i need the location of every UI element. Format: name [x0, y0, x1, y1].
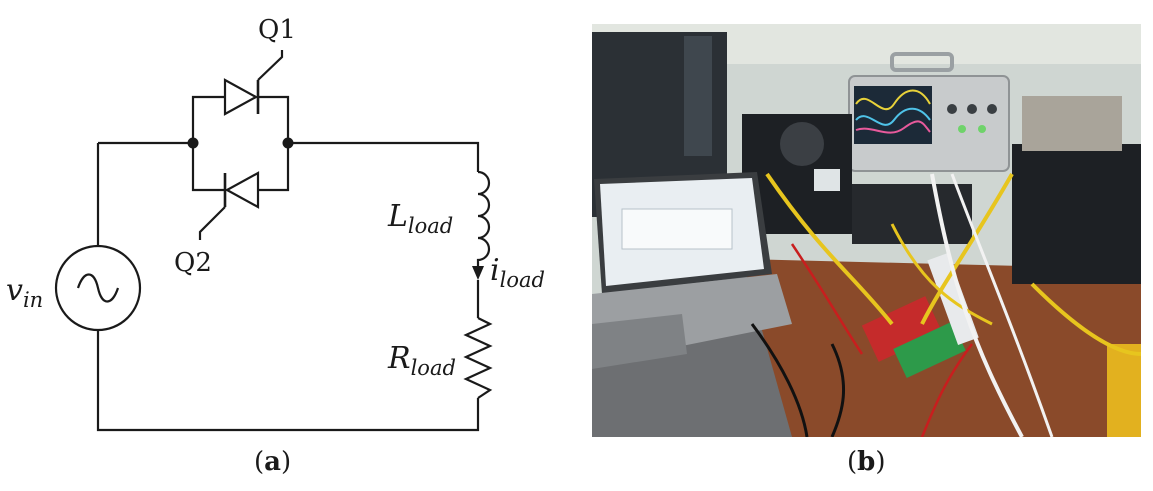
thyristor-q2 [198, 171, 260, 240]
thyristor-q1 [223, 50, 284, 116]
label-l-load: Lload [387, 199, 453, 238]
laptop-shape [592, 172, 792, 369]
label-r-load: Rload [387, 341, 456, 380]
caption-b: (b) [847, 447, 886, 477]
ac-voltage-source [54, 244, 142, 332]
lab-setup-photo [592, 24, 1141, 437]
circuit-diagram: Q1 Q2 vin Lload iload Rload [6, 15, 545, 432]
red-board-shape [861, 296, 943, 362]
caption-a: (a) [254, 447, 292, 477]
label-v-in: vin [6, 273, 43, 312]
label-q1: Q1 [258, 15, 296, 45]
teaching-panel-right [1012, 144, 1141, 284]
thyristor-branch-top [191, 95, 290, 143]
thyristor-branch-bottom [191, 143, 290, 192]
label-i-load: iload [490, 253, 545, 292]
inductor-coil [476, 170, 491, 270]
green-board-shape [893, 321, 966, 379]
wire-left-vertical-lower [96, 330, 480, 432]
resistor-zigzag [463, 317, 493, 399]
label-q2: Q2 [174, 248, 212, 278]
current-arrow-icon [472, 266, 484, 280]
junction-node-left [187, 137, 199, 149]
wire-top-right [288, 141, 480, 172]
sine-wave-icon [76, 273, 120, 303]
junction-node-right [282, 137, 294, 149]
